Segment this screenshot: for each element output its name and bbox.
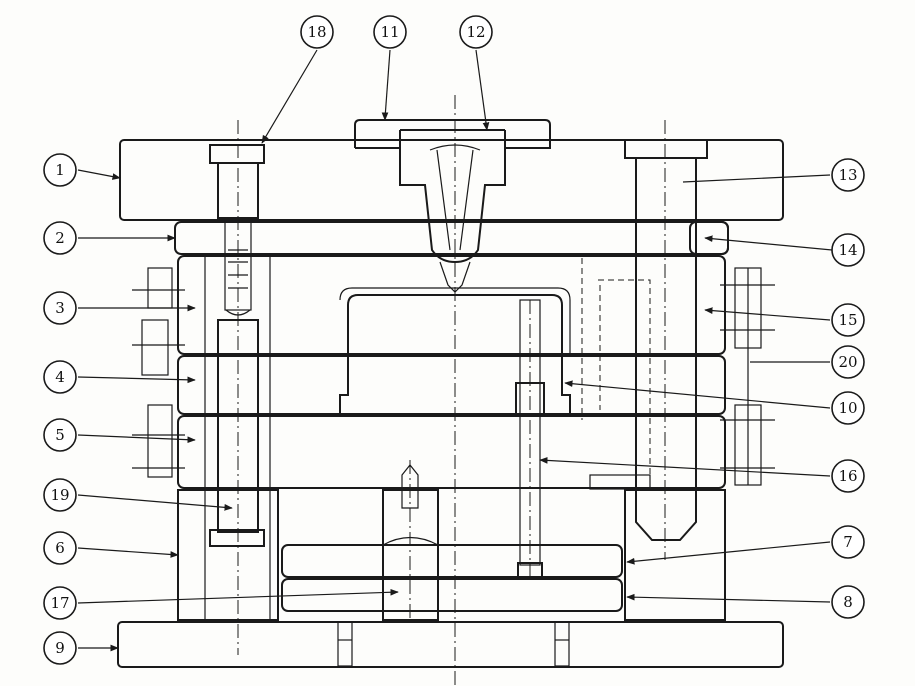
- svg-text:4: 4: [55, 368, 65, 386]
- svg-text:7: 7: [843, 533, 853, 551]
- callout-1: 1: [43, 153, 77, 187]
- svg-text:19: 19: [50, 486, 69, 504]
- callout-9: 9: [43, 631, 77, 665]
- leader-pin-right: [624, 139, 729, 541]
- stripper-plate: [174, 221, 729, 255]
- svg-text:12: 12: [466, 23, 485, 41]
- svg-text:17: 17: [50, 594, 69, 612]
- callout-18: 18: [300, 15, 334, 49]
- svg-text:15: 15: [838, 311, 857, 329]
- callout-12: 12: [459, 15, 493, 49]
- stop-pins: [337, 621, 570, 667]
- callout-16: 16: [831, 459, 865, 493]
- sprue-puller: [382, 460, 439, 621]
- svg-text:9: 9: [55, 639, 65, 657]
- spacer-blocks: [177, 489, 726, 621]
- ejector-plates: [281, 544, 623, 612]
- top-clamp-plate: [119, 139, 784, 221]
- plate-3: [177, 255, 726, 355]
- svg-text:2: 2: [55, 229, 65, 247]
- svg-text:6: 6: [55, 539, 65, 557]
- svg-text:13: 13: [838, 166, 857, 184]
- svg-text:5: 5: [55, 426, 65, 444]
- hidden-lines: [581, 258, 651, 490]
- callout-7: 7: [831, 525, 865, 559]
- guide-pin-left: [204, 144, 271, 620]
- svg-text:3: 3: [55, 299, 65, 317]
- callout-15: 15: [831, 303, 865, 337]
- callout-6: 6: [43, 531, 77, 565]
- ejector-pin: [515, 299, 545, 578]
- side-links-right: [720, 267, 775, 486]
- callout-11: 11: [373, 15, 407, 49]
- callout-13: 13: [831, 158, 865, 192]
- svg-text:11: 11: [380, 23, 399, 41]
- centerlines: [237, 95, 666, 686]
- callout-2: 2: [43, 221, 77, 255]
- side-links-left: [132, 267, 185, 478]
- plate-4: [177, 355, 726, 415]
- callout-17: 17: [43, 586, 77, 620]
- callout-19: 19: [43, 478, 77, 512]
- svg-text:1: 1: [55, 161, 65, 179]
- callout-10: 10: [831, 391, 865, 425]
- callout-8: 8: [831, 585, 865, 619]
- callout-20: 20: [831, 345, 865, 379]
- core-insert: [262, 287, 640, 414]
- callout-5: 5: [43, 418, 77, 452]
- svg-text:16: 16: [838, 467, 857, 485]
- callout-4: 4: [43, 360, 77, 394]
- leader-lines: [77, 49, 833, 652]
- svg-text:18: 18: [307, 23, 326, 41]
- plate-5: [177, 415, 726, 489]
- svg-text:8: 8: [843, 593, 853, 611]
- svg-text:20: 20: [838, 353, 857, 371]
- bottom-clamp-plate: [117, 621, 784, 668]
- callout-3: 3: [43, 291, 77, 325]
- locating-ring-and-sprue-bushing: [354, 119, 551, 293]
- svg-text:10: 10: [838, 399, 857, 417]
- callout-14: 14: [831, 233, 865, 267]
- svg-text:14: 14: [838, 241, 857, 259]
